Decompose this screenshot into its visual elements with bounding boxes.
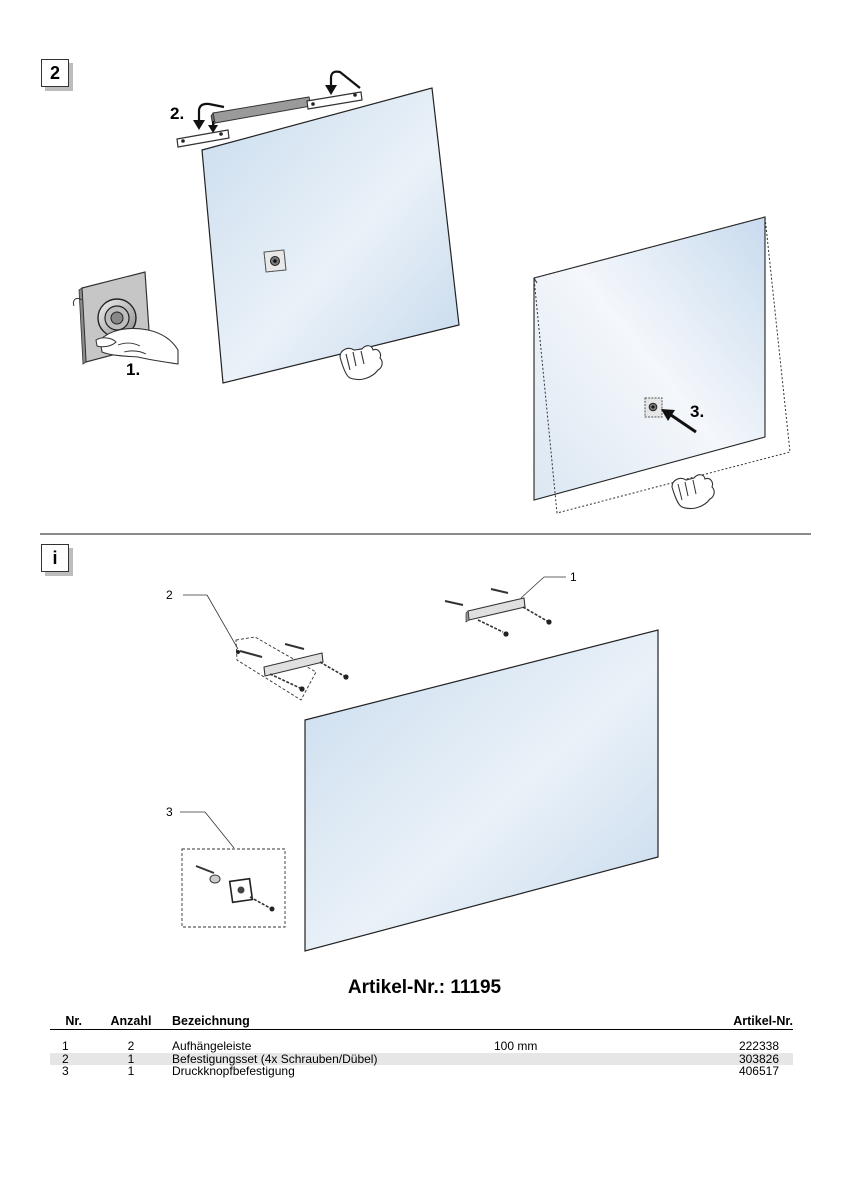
header-artikel: Artikel-Nr. xyxy=(644,1013,793,1030)
pushbutton-holder xyxy=(263,249,287,273)
cell-anzahl: 1 xyxy=(90,1052,172,1065)
article-number-heading: Artikel-Nr.: 11195 xyxy=(347,977,502,998)
table-row: 3 1 Druckknopfbefestigung 406517 xyxy=(50,1065,793,1078)
header-bezeichnung: Bezeichnung xyxy=(172,1013,494,1030)
cell-artikel: 303826 xyxy=(644,1052,793,1065)
header-anzahl: Anzahl xyxy=(90,1013,172,1030)
step1-label: 1. xyxy=(126,360,140,379)
cell-bezeichnung: Befestigungsset (4x Schrauben/Dübel) xyxy=(172,1052,494,1065)
callout-2: 2 xyxy=(166,588,173,602)
cell-artikel: 406517 xyxy=(738,1064,779,1078)
mirror-panel xyxy=(201,87,460,384)
cell-nr: 1 xyxy=(62,1039,69,1053)
cell-size xyxy=(494,1052,644,1065)
assembly-illustration: 2. 1. xyxy=(73,70,791,952)
hanging-rail-assembly xyxy=(176,70,363,148)
cell-anzahl: 1 xyxy=(127,1064,135,1078)
cell-size xyxy=(494,1065,644,1078)
section-divider xyxy=(40,533,811,535)
header-nr: Nr. xyxy=(50,1013,90,1030)
step-number-badge: 2 xyxy=(41,59,69,87)
knob-detail xyxy=(73,271,179,365)
step2-label: 2. xyxy=(170,104,184,123)
parts-table: Nr. Anzahl Bezeichnung Artikel-Nr. 1 2 A… xyxy=(50,1013,793,1078)
mirror-tilt-diagram xyxy=(533,216,791,514)
hanging-rail-part xyxy=(444,588,552,637)
callout-3: 3 xyxy=(166,805,173,819)
hand-outline-icon xyxy=(339,345,383,381)
cell-bezeichnung: Aufhängeleiste xyxy=(172,1039,252,1053)
table-row: 2 1 Befestigungsset (4x Schrauben/Dübel)… xyxy=(50,1052,793,1065)
cell-size: 100 mm xyxy=(494,1039,538,1053)
callout-1: 1 xyxy=(570,570,577,584)
table-row: 1 2 Aufhängeleiste 100 mm 222338 xyxy=(50,1040,793,1053)
fastening-set-part xyxy=(235,636,349,701)
cell-nr: 2 xyxy=(50,1052,90,1065)
header-size xyxy=(494,1013,644,1030)
cell-anzahl: 2 xyxy=(127,1039,135,1053)
cell-nr: 3 xyxy=(62,1064,69,1078)
mirror-panel-info xyxy=(304,629,659,952)
cell-bezeichnung: Druckknopfbefestigung xyxy=(172,1064,295,1078)
pushbutton-fixing-part xyxy=(181,848,286,928)
cell-artikel: 222338 xyxy=(738,1039,779,1053)
parts-table-header: Nr. Anzahl Bezeichnung Artikel-Nr. xyxy=(50,1013,793,1030)
info-badge: i xyxy=(41,544,69,572)
step3-label: 3. xyxy=(690,402,704,421)
